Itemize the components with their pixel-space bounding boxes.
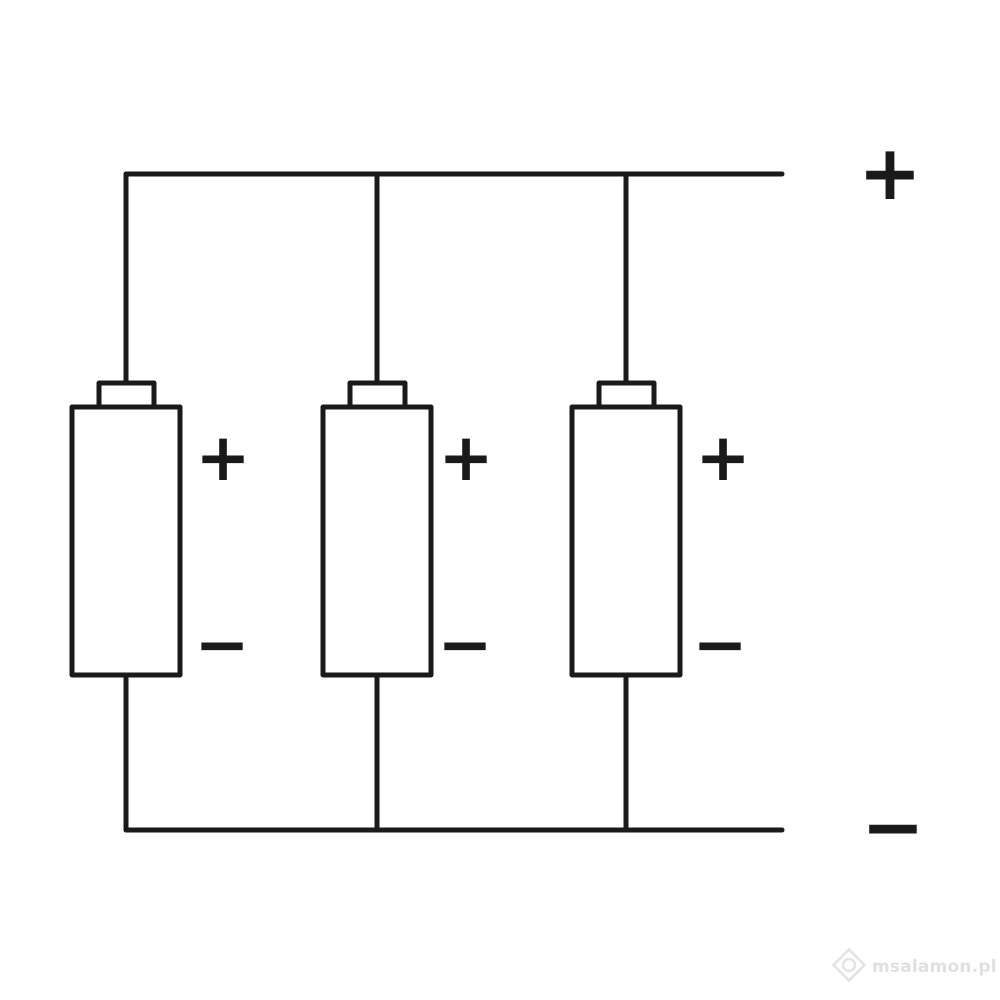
battery-2-body xyxy=(320,404,434,678)
watermark-logo-icon xyxy=(831,947,867,983)
battery-2-terminal-cap xyxy=(347,380,408,410)
output-negative-label: − xyxy=(861,782,925,871)
battery-1-plus-label: + xyxy=(195,419,250,496)
output-positive-label: + xyxy=(858,128,922,217)
watermark-text: msalamon.pl xyxy=(872,957,997,977)
battery-2-minus-label: − xyxy=(437,606,492,683)
battery-1-terminal-cap xyxy=(96,380,157,410)
battery-3-minus-label: − xyxy=(692,606,747,683)
battery-1 xyxy=(69,171,183,833)
battery-3-body xyxy=(569,404,683,678)
battery-2-plus-label: + xyxy=(438,419,493,496)
battery-1-minus-label: − xyxy=(194,606,249,683)
battery-3 xyxy=(569,171,683,833)
battery-1-body xyxy=(69,404,183,678)
battery-2 xyxy=(320,171,434,833)
battery-3-plus-label: + xyxy=(695,419,750,496)
battery-3-terminal-cap xyxy=(596,380,657,410)
